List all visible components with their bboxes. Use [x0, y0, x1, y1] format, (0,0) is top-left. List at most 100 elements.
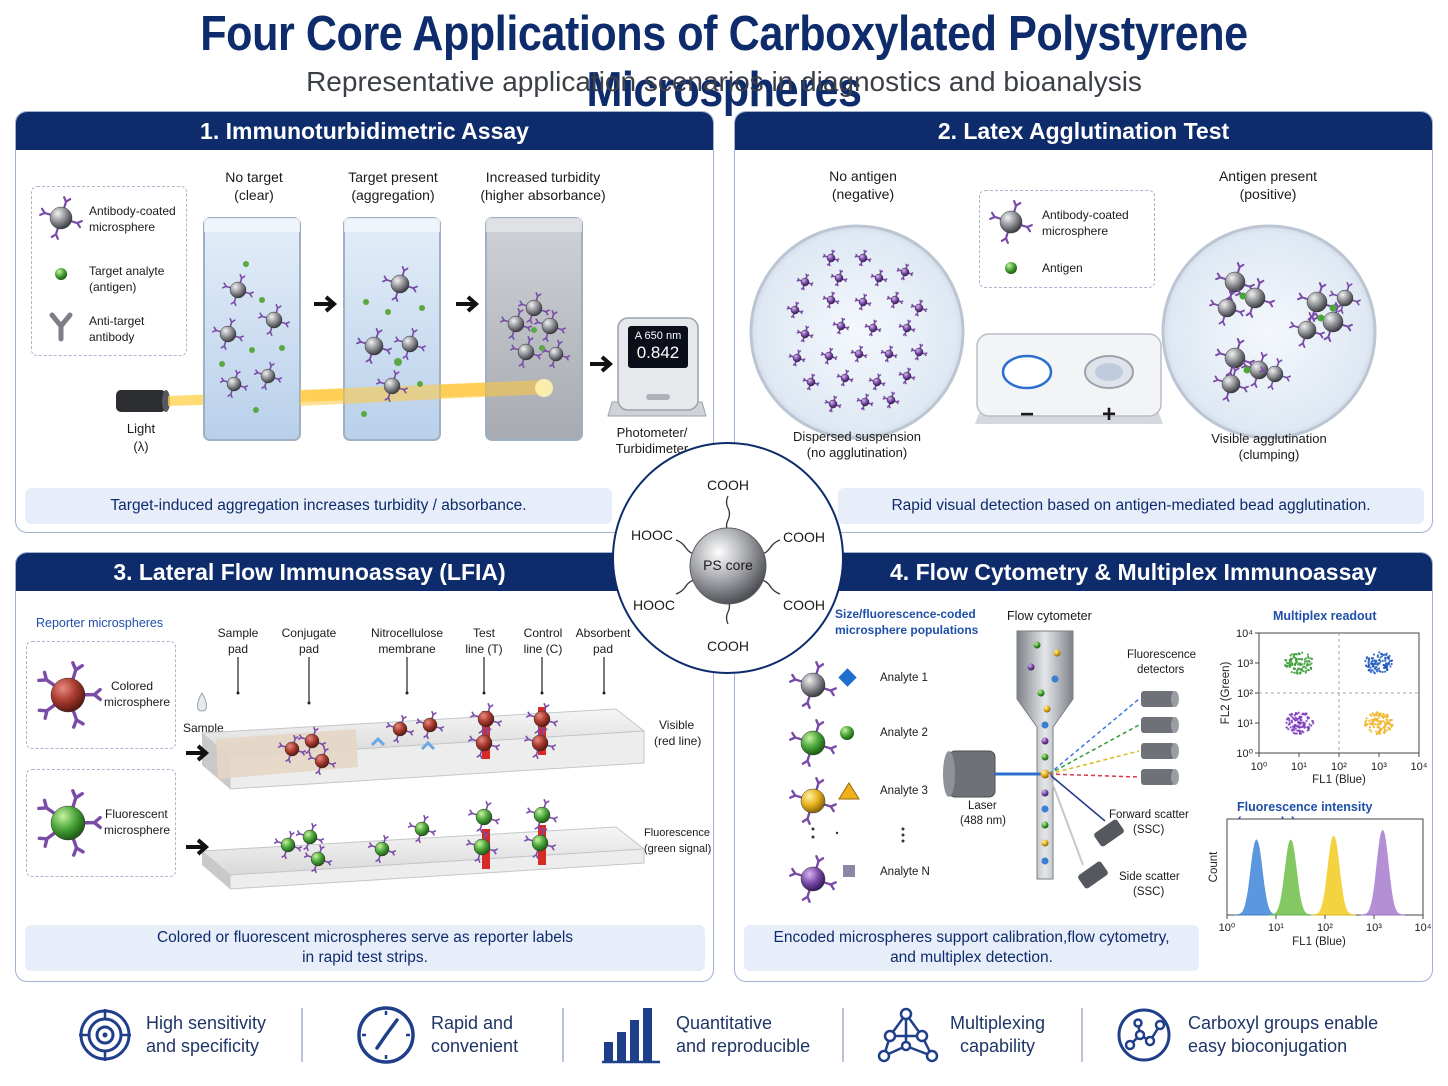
panel2-header: 2. Latex Agglutination Test	[735, 112, 1432, 150]
antibody-bead	[1329, 282, 1361, 314]
meter-label-line2: Turbidimeter	[615, 441, 689, 456]
antibody-bead	[258, 304, 290, 336]
x-tick-label: 10⁰	[1251, 761, 1268, 773]
antibody-bead	[898, 367, 916, 385]
turbidimetry-scene	[116, 217, 707, 441]
forward-scatter-line1: Forward scatter	[1109, 809, 1189, 821]
page-title: Four Core Applications of Carboxylated P…	[200, 7, 1248, 117]
x-tick-label: 10⁰	[1219, 922, 1236, 934]
panel4-header: 4. Flow Cytometry & Multiplex Immunoassa…	[735, 553, 1432, 591]
antibody-bead	[222, 274, 254, 306]
core-label: PS core	[703, 557, 753, 573]
legend-item-antigen: Antigen	[1042, 261, 1083, 275]
panel3-header: 3. Lateral Flow Immunoassay (LFIA)	[16, 553, 713, 591]
feature-bioconjugation-line2: easy bioconjugation	[1188, 1036, 1348, 1056]
antibody-bead	[910, 299, 928, 317]
page-subtitle: Representative application scenarios in …	[306, 66, 1142, 97]
antibody-bead	[407, 814, 437, 844]
detector-icon	[1141, 769, 1179, 785]
carboxyl-top: COOH	[707, 477, 749, 493]
slide-minus: −	[1019, 401, 1034, 428]
legend-item-microsphere: Antibody-coated microsphere	[89, 204, 176, 234]
panel1-header: 1. Immunoturbidimetric Assay	[16, 112, 713, 150]
antibody-bead	[415, 710, 445, 740]
antibody-bead	[219, 369, 249, 399]
antibody-bead	[788, 349, 806, 367]
antibody-bead	[526, 799, 558, 831]
populations-title-line1: Size/fluorescence-coded	[835, 607, 976, 621]
strip-label-absorbent-pad-1: Absorbent	[575, 626, 631, 640]
clock-icon	[357, 1006, 415, 1064]
histogram-peak-3	[1311, 835, 1356, 916]
strip-label-absorbent-pad-2: pad	[592, 642, 614, 656]
antibody-bead	[385, 714, 415, 744]
panel1-legend: Antibody-coated microsphere Target analy…	[31, 186, 187, 356]
legend-item-antigen: Target analyte (antigen)	[89, 264, 165, 294]
coded-bead	[1041, 737, 1049, 745]
forward-scatter-line2: (SSC)	[1133, 824, 1165, 836]
y-tick-label: 10²	[1237, 688, 1253, 700]
legend-item-anti-target: Anti-target antibody	[89, 314, 145, 344]
antibody-bead	[789, 719, 837, 767]
antibody-bead	[868, 373, 886, 391]
agglutination-scene	[749, 224, 1377, 440]
antibody-bead	[880, 345, 898, 363]
antibody-bead	[1289, 312, 1325, 348]
bioconjugation-icon	[1117, 1008, 1171, 1062]
histogram-peak-4	[1360, 829, 1405, 916]
antibody-bead	[39, 196, 83, 240]
visible-label-line1: Visible	[659, 718, 695, 732]
panel3-caption: Colored or fluorescent microspheres serv…	[25, 925, 705, 971]
y-tick-label: 10⁴	[1236, 628, 1253, 640]
coded-bead	[1040, 769, 1050, 779]
coded-bead	[1051, 675, 1059, 683]
antibody-bead	[37, 789, 102, 857]
fluorescent-microsphere-icon	[37, 789, 102, 857]
cluster-1	[1283, 651, 1314, 675]
coded-bead	[1027, 663, 1035, 671]
antibody-bead	[789, 855, 837, 903]
target-icon	[79, 1009, 131, 1061]
side-scatter-line2: (SSC)	[1133, 886, 1165, 898]
antibody-bead	[789, 661, 837, 709]
beaker3-label-line1: Increased turbidity	[485, 169, 601, 185]
feature-rapid-line1: Rapid and	[431, 1013, 514, 1033]
panel4-caption: Encoded microspheres support calibration…	[744, 925, 1199, 971]
carboxyl-left-lower: HOOC	[633, 597, 675, 613]
colored-label-line2: microsphere	[104, 695, 171, 709]
ps-core-icon	[675, 495, 781, 625]
fluorescence-label-line2: (green signal)	[644, 843, 712, 855]
strip-label-test-line-2: line (T)	[465, 642, 503, 656]
feature-sensitivity-line1: High sensitivity	[146, 1013, 267, 1033]
droplet-icon	[197, 692, 207, 712]
strip-label-membrane-1: Nitrocellulose	[370, 626, 444, 640]
antibody-bead	[822, 249, 840, 267]
beaker1-label-line1: No target	[225, 169, 283, 185]
arrow-icon	[314, 295, 338, 313]
light-label-line1: Light	[126, 421, 156, 436]
beaker2-label-line2: (aggregation)	[351, 187, 435, 203]
coded-bead	[1041, 821, 1049, 829]
strip-label-sample-pad-2: pad	[227, 642, 249, 656]
arrow-icon	[456, 295, 480, 313]
meter-label-line1: Photometer/	[616, 425, 688, 440]
feature-multiplexing-line1: Multiplexing	[950, 1013, 1046, 1033]
panel4-caption-line2: and multiplex detection.	[890, 949, 1053, 966]
antibody-bead	[1215, 338, 1255, 378]
antibody-bead	[307, 746, 337, 776]
encoded-populations	[789, 661, 905, 903]
negative-label-line1: No antigen	[829, 168, 897, 184]
fluorescent-microsphere-box: Fluorescent microsphere	[26, 769, 176, 877]
arrow-icon	[590, 355, 614, 373]
side-scatter-detector-icon	[1078, 861, 1108, 889]
positive-dish	[1161, 224, 1377, 440]
divider	[1081, 1008, 1083, 1062]
panel-lfia: 3. Lateral Flow Immunoassay (LFIA) Repor…	[15, 552, 714, 982]
negative-label-line2: (negative)	[831, 186, 895, 202]
circle-icon	[840, 726, 854, 740]
antibody-bead	[367, 834, 397, 864]
x-axis-label: FL1 (Blue)	[1292, 936, 1346, 948]
network-icon	[877, 1007, 939, 1063]
